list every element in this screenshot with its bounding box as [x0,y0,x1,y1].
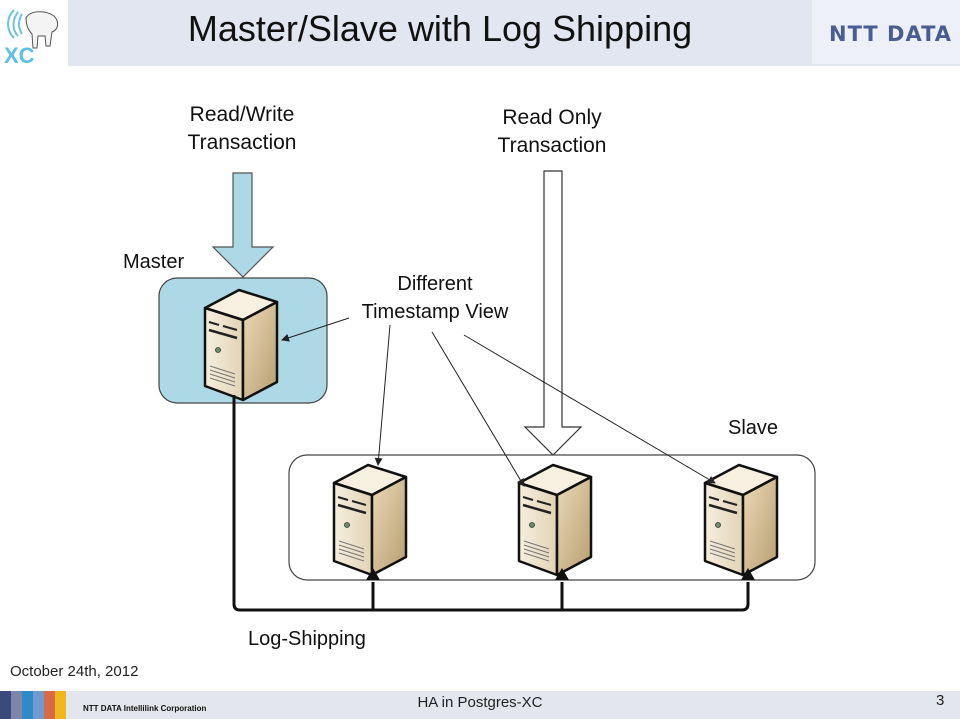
slide-header: XC [0,0,960,68]
color-strip-segment [33,691,44,719]
log-shipping-arrowhead-slave-2 [555,568,569,580]
footer-color-strip [0,691,66,719]
slave-1-server-icon [332,463,408,577]
master-label: Master [123,251,184,273]
ro-transaction-arrow [523,170,583,456]
postgres-xc-logo-icon: XC [4,9,59,68]
color-strip-segment [22,691,33,719]
ro-transaction-label-line1: Read Only [502,106,602,129]
slave-3-server-icon [703,463,779,577]
footer-company: NTT DATA Intellilink Corporation [83,704,207,713]
slave-label: Slave [728,417,778,439]
footer-presentation-title: HA in Postgres-XC [417,694,543,711]
brand-area [812,0,960,64]
rw-transaction-label-line2: Transaction [188,131,297,154]
color-strip-segment [0,691,11,719]
log-shipping-label: Log-Shipping [248,628,366,650]
color-strip-segment [55,691,66,719]
timestamp-pointer-slave-1 [374,324,391,466]
timestamp-pointer-slave-3 [463,334,716,484]
color-strip-segment [44,691,55,719]
ro-transaction-label-line2: Transaction [498,134,607,157]
slide-title: Master/Slave with Log Shipping [187,8,693,49]
slave-2-server-icon [517,463,593,577]
timestamp-label-line2: Timestamp View [362,301,509,323]
svg-text:XC: XC [4,43,35,66]
log-shipping-arrowhead-slave-3 [741,568,755,580]
footer-bar [0,691,960,719]
log-shipping-arrowhead-slave-1 [366,568,380,580]
page-number: 3 [936,692,945,709]
timestamp-label-line1: Different [397,273,473,295]
timestamp-pointer-slave-2 [431,331,525,487]
log-shipping-line [232,395,750,612]
master-server-icon [203,288,279,402]
footer-date: October 24th, 2012 [10,663,139,680]
color-strip-segment [11,691,22,719]
rw-transaction-label-line1: Read/Write [190,103,295,126]
logo-area: XC [0,0,68,68]
timestamp-pointer-master [281,317,350,342]
ntt-data-logo: NTT DATA [829,22,953,46]
rw-transaction-arrow [211,172,275,278]
